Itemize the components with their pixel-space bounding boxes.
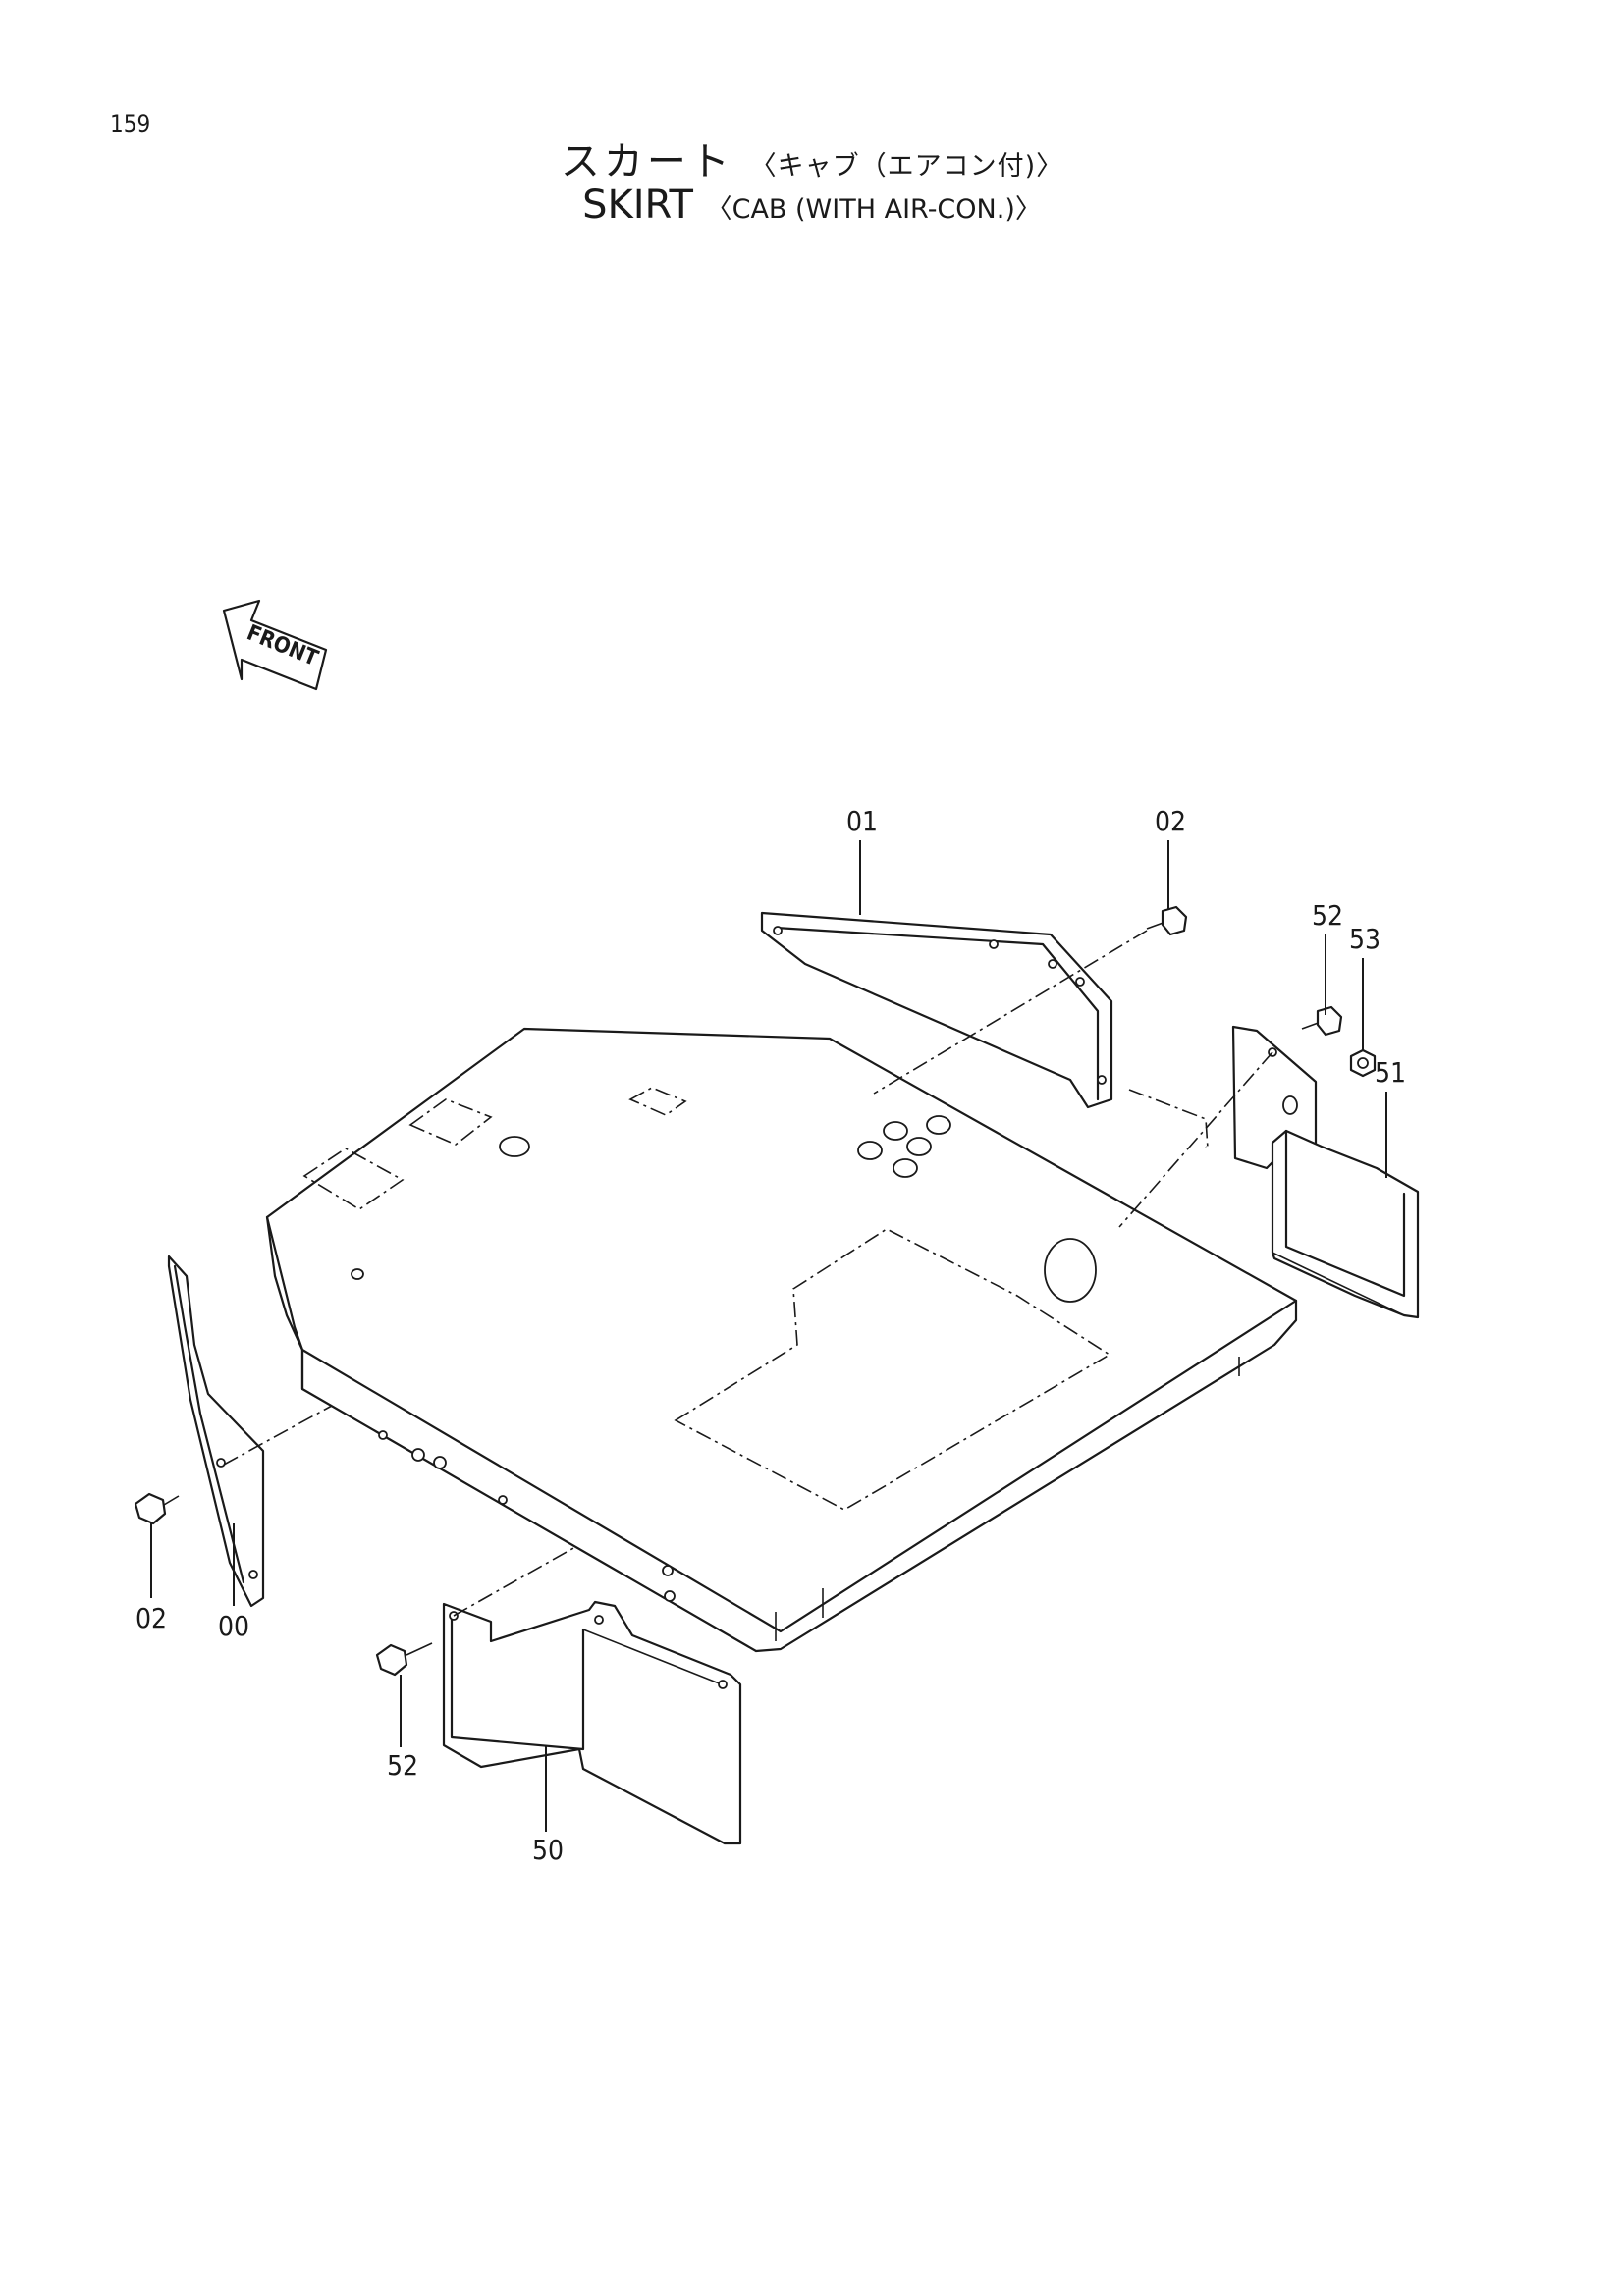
floor-opening-top xyxy=(628,1087,687,1116)
callout-02-left: 02 xyxy=(135,1602,167,1634)
floor-plate-right-edge xyxy=(780,1344,1275,1650)
title-english: SKIRT 〈CAB (WITH AIR-CON.)〉 xyxy=(0,183,1624,228)
callout-02-top: 02 xyxy=(1155,805,1186,837)
floor-opening-left xyxy=(302,1148,405,1210)
part-01-cover xyxy=(760,911,1113,1109)
assembly-line-50 xyxy=(453,1546,576,1617)
bolt-02-left xyxy=(134,1492,180,1525)
floor-opening-large xyxy=(674,1228,1111,1511)
part-50-hole-3 xyxy=(718,1680,728,1689)
title-english-main: SKIRT xyxy=(582,183,693,228)
bolt-02-left-head-icon xyxy=(134,1492,167,1525)
floor-hole-3 xyxy=(883,1121,908,1141)
bolt-02-top-head-icon xyxy=(1161,905,1188,936)
page-number: 159 xyxy=(110,110,151,137)
floor-hole-8 xyxy=(1044,1238,1097,1303)
part-50-skirt xyxy=(442,1600,742,1845)
part-01-hole-5 xyxy=(1097,1075,1107,1085)
bolt-52-top xyxy=(1301,1005,1343,1037)
part-50-outline xyxy=(442,1600,742,1845)
part-01-hole-1 xyxy=(773,926,783,935)
floor-side-hole-4 xyxy=(498,1495,508,1505)
part-01-hole-3 xyxy=(1048,959,1057,969)
floor-hole-2 xyxy=(857,1141,883,1160)
floor-hole-7 xyxy=(351,1268,364,1280)
floor-opening-mid xyxy=(408,1098,493,1146)
part-00-inner-edge xyxy=(173,1264,245,1584)
floor-plate-top xyxy=(265,1027,1298,1633)
callout-52-top: 52 xyxy=(1312,899,1343,932)
assembly-line-02-top xyxy=(873,930,1148,1095)
part-01-inner-edge xyxy=(774,926,1100,1101)
part-51-bracket-hole-2 xyxy=(1282,1095,1298,1115)
title-japanese-sub: 〈キャブ（エアコン付)〉 xyxy=(749,151,1064,182)
floor-hole-4 xyxy=(906,1137,932,1156)
floor-plate-left-edge xyxy=(265,1215,304,1391)
part-00-outline xyxy=(167,1255,265,1608)
bolt-52-bottom-head-icon xyxy=(375,1643,408,1677)
part-01-hole-4 xyxy=(1075,977,1085,987)
callout-53: 53 xyxy=(1349,923,1380,955)
assembly-line-51 xyxy=(1118,1051,1273,1228)
nut-53-bore xyxy=(1357,1057,1369,1069)
front-arrow-icon xyxy=(222,599,328,691)
callout-50: 50 xyxy=(532,1834,564,1866)
part-01-outline xyxy=(760,911,1113,1109)
part-01-hole-2 xyxy=(989,939,999,949)
bolt-52-bottom-shank xyxy=(406,1642,433,1656)
callout-00: 00 xyxy=(218,1610,249,1642)
title-japanese-main: スカート xyxy=(560,139,733,185)
part-51-skirt xyxy=(1231,1025,1420,1319)
part-50-hole-2 xyxy=(594,1615,604,1625)
part-00-skirt xyxy=(167,1255,265,1608)
bolt-52-top-head-icon xyxy=(1316,1005,1343,1037)
assembly-line-00 xyxy=(223,1405,333,1466)
floor-plate xyxy=(265,1027,1298,1653)
floor-side-hole-2 xyxy=(411,1448,425,1462)
floor-plate-front-edge xyxy=(301,1388,757,1652)
part-00-hole-1 xyxy=(216,1458,226,1468)
front-arrow: FRONT xyxy=(222,599,328,691)
part-00-hole-2 xyxy=(248,1570,258,1579)
floor-side-hole-6 xyxy=(664,1590,676,1602)
floor-side-hole-1 xyxy=(378,1430,388,1440)
part-51-fold xyxy=(1272,1252,1405,1316)
title-japanese: スカート 〈キャブ（エアコン付)〉 xyxy=(0,130,1624,187)
callout-52-bottom: 52 xyxy=(387,1749,418,1782)
floor-hole-5 xyxy=(926,1115,951,1135)
floor-side-hole-3 xyxy=(433,1456,447,1469)
part-51-panel-edge xyxy=(1284,1129,1406,1298)
floor-hole-1 xyxy=(499,1136,530,1157)
assembly-line-51-base xyxy=(1128,1089,1209,1151)
callout-01: 01 xyxy=(846,805,878,837)
floor-side-hole-5 xyxy=(662,1565,674,1576)
nut-53 xyxy=(1349,1048,1377,1078)
part-51-panel xyxy=(1271,1129,1420,1319)
part-50-fold xyxy=(582,1629,728,1687)
title-english-sub: 〈CAB (WITH AIR-CON.)〉 xyxy=(705,194,1042,225)
bolt-02-top xyxy=(1146,905,1188,936)
part-50-inner-edge xyxy=(450,1614,585,1751)
bolt-52-bottom xyxy=(375,1642,433,1677)
floor-hole-6 xyxy=(893,1158,918,1178)
callout-51: 51 xyxy=(1375,1056,1406,1089)
